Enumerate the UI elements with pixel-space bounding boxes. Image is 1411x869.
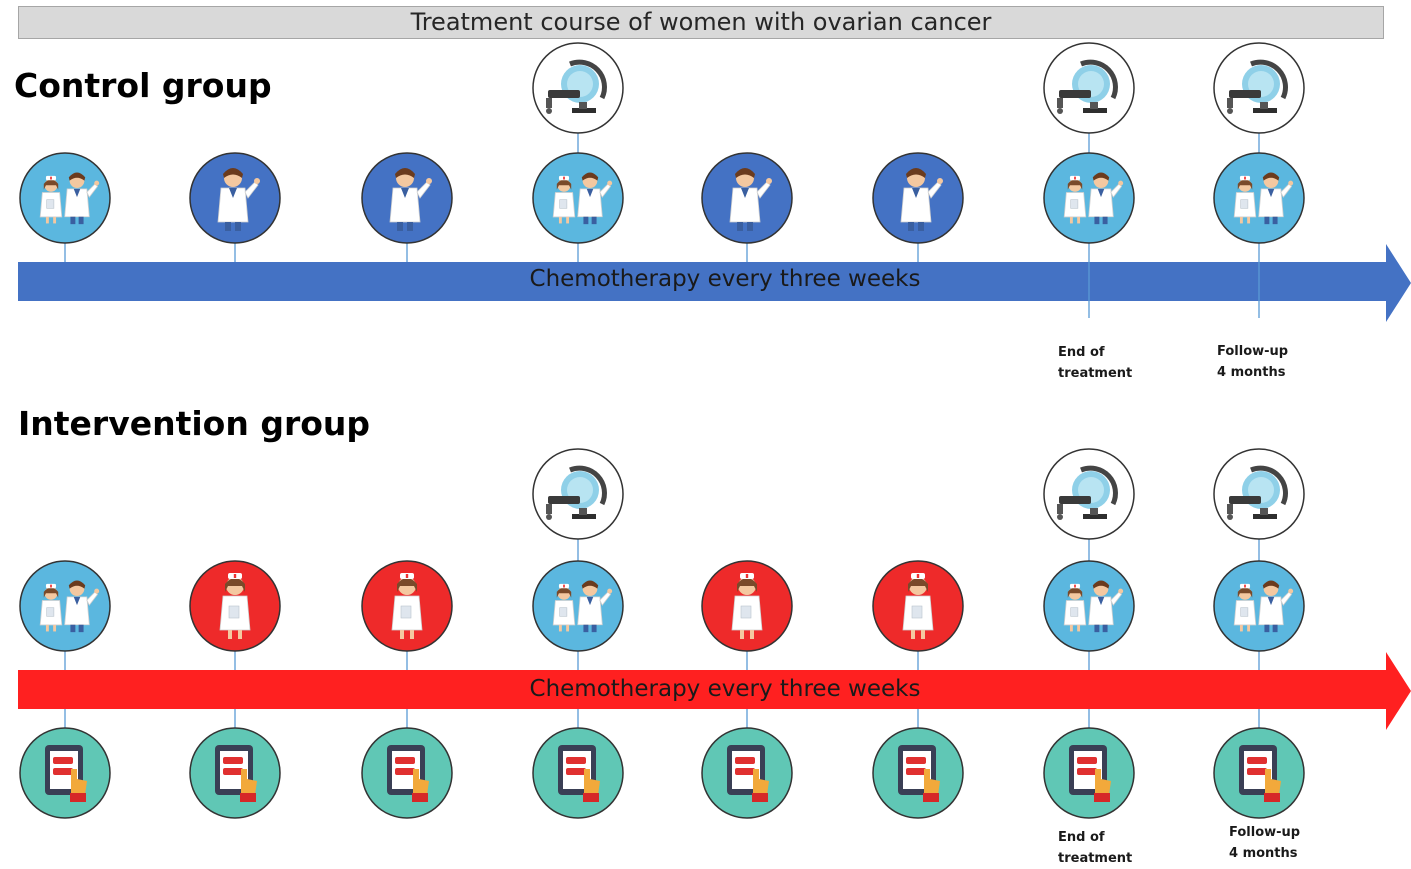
intervention-scan-icon bbox=[1043, 448, 1135, 540]
intervention-tablet-questionnaire-icon bbox=[189, 727, 281, 819]
control-visit-doctor-icon bbox=[189, 152, 281, 244]
intervention-tablet-questionnaire-icon bbox=[701, 727, 793, 819]
control-timeline-arrow bbox=[18, 244, 1411, 322]
control-visit-doctor-icon bbox=[872, 152, 964, 244]
control-visit-doctor-icon bbox=[701, 152, 793, 244]
control-visit-doctor-icon bbox=[361, 152, 453, 244]
control-scan-icon bbox=[1043, 42, 1135, 134]
intervention-visit-team-icon bbox=[19, 560, 111, 652]
control-end-of-treatment-label: End of treatment bbox=[1058, 345, 1133, 381]
control-visit-team-icon bbox=[1213, 152, 1305, 244]
control-visit-team-icon bbox=[532, 152, 624, 244]
control-arrow-label: Chemotherapy every three weeks bbox=[529, 266, 921, 292]
control-visit-team-icon bbox=[1043, 152, 1135, 244]
intervention-arrow-label: Chemotherapy every three weeks bbox=[529, 676, 921, 702]
intervention-tablet-questionnaire-icon bbox=[19, 727, 111, 819]
control-scan-icon bbox=[1213, 42, 1305, 134]
intervention-tablet-questionnaire-icon bbox=[532, 727, 624, 819]
intervention-tablet-questionnaire-icon bbox=[361, 727, 453, 819]
intervention-visit-nurse-icon bbox=[872, 560, 964, 652]
intervention-visit-team-icon bbox=[1043, 560, 1135, 652]
intervention-visit-nurse-icon bbox=[189, 560, 281, 652]
intervention-end-of-treatment-label: End of treatment bbox=[1058, 830, 1133, 866]
control-scan-icon bbox=[532, 42, 624, 134]
intervention-tablet-questionnaire-icon bbox=[1213, 727, 1305, 819]
intervention-group-heading: Intervention group bbox=[18, 404, 371, 443]
intervention-scan-icon bbox=[532, 448, 624, 540]
intervention-visit-nurse-icon bbox=[361, 560, 453, 652]
intervention-visit-team-icon bbox=[1213, 560, 1305, 652]
diagram-title: Treatment course of women with ovarian c… bbox=[18, 6, 1384, 39]
intervention-timeline-arrow bbox=[18, 652, 1411, 730]
control-follow-up-label: Follow-up 4 months bbox=[1217, 344, 1289, 380]
intervention-visit-nurse-icon bbox=[701, 560, 793, 652]
intervention-tablet-questionnaire-icon bbox=[872, 727, 964, 819]
intervention-tablet-questionnaire-icon bbox=[1043, 727, 1135, 819]
intervention-visit-team-icon bbox=[532, 560, 624, 652]
control-visit-team-icon bbox=[19, 152, 111, 244]
control-group-heading: Control group bbox=[14, 66, 272, 105]
intervention-follow-up-label: Follow-up 4 months bbox=[1229, 825, 1301, 861]
intervention-scan-icon bbox=[1213, 448, 1305, 540]
